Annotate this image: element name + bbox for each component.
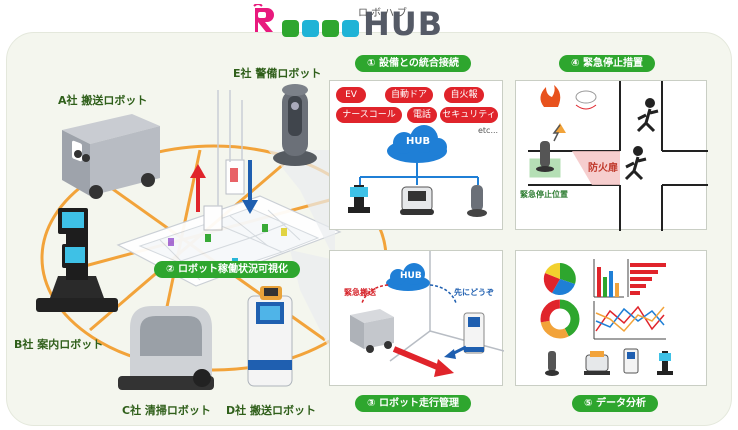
evacuating-person-icon [636,98,659,133]
tag-security: セキュリティ [440,107,498,123]
logo-blocks [282,20,359,37]
logo-block-icon [342,20,359,37]
robot-a-illustration [62,114,160,199]
tags-etc: etc... [478,126,499,135]
hub-cloud-icon [387,125,447,163]
horizontal-bar-chart-icon [627,259,666,297]
urgent-transport-robot-icon [350,309,394,353]
connector-panel3 [290,250,335,360]
urgent-transport-label: 緊急搬送 [344,288,376,297]
yield-arrow [444,345,467,359]
mini-tower-robot-icon [623,348,639,374]
mini-guide-robot-icon [657,351,673,375]
panel5-graphic [540,259,673,376]
connector-panel1 [268,150,335,260]
donut-chart-icon [540,299,580,339]
tag-phone: 電話 [407,107,437,123]
robot-e-illustration [273,84,317,166]
smoke-alarm-icon [575,90,597,110]
elevator-down-arrow [242,160,258,214]
tag-fire-alarm: 自火報 [444,87,484,103]
panel1-graphic [348,125,487,217]
logo-r-icon [252,3,278,40]
robot-a-label: A社 搬送ロボット [58,94,148,107]
logo-hub-text: HUB [363,5,444,43]
panel1-hub-text: HUB [406,136,431,147]
robot-b-illustration [36,208,118,312]
hub-cloud-icon [386,263,430,291]
panel-integration: HUB [329,80,503,230]
tag-auto-door: 自動ドア [385,87,433,103]
robot-d-label: D社 搬送ロボット [226,404,316,417]
stopped-robot-icon [536,141,554,172]
mini-guide-robot-icon [348,185,370,213]
logo-kana: ロボハブ [358,8,410,19]
panel-emergency-stop: 防火扉 緊急停止位置 [515,80,708,231]
priority-arrow [392,346,454,377]
panel3-title: ③ ロボット走行管理 [355,395,471,412]
tag-ev: EV [336,87,366,103]
fire-door-label: 防火扉 [588,163,618,174]
panel5-title: ⑤ データ分析 [572,395,658,412]
logo-block-icon [322,20,339,37]
panel1-title: ① 設備との統合接続 [355,55,471,72]
mini-transport-robot-icon [584,351,610,375]
robot-e-label: E社 警備ロボット [233,67,322,80]
panel3-graphic [350,251,504,377]
line-chart-icon [593,301,666,340]
evacuating-person-icon [624,146,647,181]
panel4-title: ④ 緊急停止措置 [559,55,655,72]
signal-bolt-icon [552,124,561,142]
fire-door-shape [572,151,620,185]
mini-security-robot-icon [467,185,487,217]
yielding-robot-icon [463,312,485,354]
yield-label: 先にどうぞ [454,288,494,297]
logo-block-icon [282,20,299,37]
robot-c-illustration [118,306,214,390]
panel3-hub-text: HUB [400,271,422,281]
alert-icon [554,123,566,133]
fire-icon [540,85,561,107]
panel4-graphic [528,81,708,231]
robohub-logo: ロボハブ HUB [252,3,444,43]
panel-travel-management: HUB 緊急搬送 先にどうぞ [329,250,504,386]
logo-block-icon [302,20,319,37]
logo-r-glyph-icon [253,3,274,32]
robot-c-label: C社 清掃ロボット [122,404,211,417]
elevator-up-arrow [190,164,206,212]
mini-security-robot-icon [545,351,559,376]
tag-nurse-call: ナースコール [336,107,402,123]
stop-position-label: 緊急停止位置 [520,190,568,199]
bar-chart-icon [593,259,624,298]
robot-b-label: B社 案内ロボット [14,338,104,351]
panel-data-analysis [515,250,707,386]
robot-d-illustration [247,286,293,387]
mini-transport-robot-icon [400,186,434,215]
monitoring-label: ② ロボット稼働状況可視化 [154,261,300,278]
pie-chart-icon [543,262,576,296]
